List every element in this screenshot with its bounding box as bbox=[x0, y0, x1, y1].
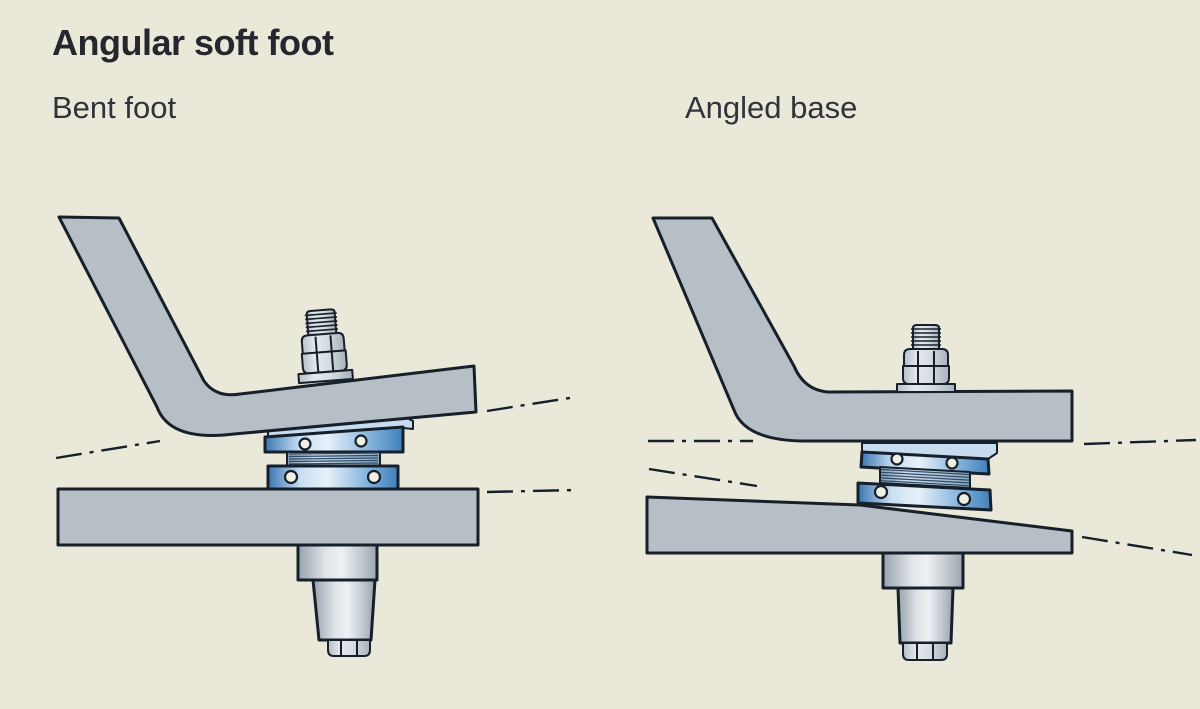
anchor-cylinder bbox=[311, 578, 377, 642]
machine-foot bbox=[651, 216, 1074, 443]
bolt-hole bbox=[298, 437, 312, 451]
bolt-washer bbox=[297, 368, 354, 385]
base-plate bbox=[56, 487, 480, 547]
centerline-base-right bbox=[1081, 535, 1193, 557]
label-angled-base: Angled base bbox=[685, 90, 858, 125]
bolt-hole bbox=[956, 491, 972, 507]
bolt-hole bbox=[873, 484, 889, 500]
bolt-hole bbox=[890, 452, 904, 466]
anchor-nut bbox=[327, 639, 371, 657]
thread-lines bbox=[288, 452, 379, 465]
nut-facet bbox=[329, 335, 335, 371]
anchor-nut bbox=[902, 642, 948, 661]
centerline-base-right bbox=[486, 488, 577, 494]
machine-foot bbox=[57, 215, 478, 437]
bolt-nut-upper bbox=[903, 348, 949, 367]
label-bent-foot: Bent foot bbox=[52, 90, 177, 125]
anchor-cylinder bbox=[896, 586, 955, 645]
thread-lines bbox=[880, 468, 970, 487]
leveling-bottom-disc bbox=[856, 481, 993, 512]
anchor-stem bbox=[296, 541, 379, 657]
bolt-hole bbox=[945, 456, 959, 470]
centerline-foot-right bbox=[486, 395, 577, 413]
bolt-nut-upper bbox=[300, 331, 346, 355]
bolt-washer bbox=[896, 383, 956, 393]
page-title: Angular soft foot bbox=[52, 22, 334, 63]
centerline-foot-right bbox=[1083, 438, 1197, 446]
nut-facet bbox=[314, 336, 320, 372]
anchor-collar bbox=[881, 547, 965, 590]
anchor-stem bbox=[881, 547, 965, 661]
leveling-element bbox=[856, 442, 998, 512]
bolt-hole bbox=[354, 434, 368, 448]
base-plate bbox=[645, 495, 1074, 555]
leveling-wedge bbox=[861, 442, 998, 460]
leveling-element bbox=[263, 417, 414, 491]
leveling-bottom-disc bbox=[266, 464, 400, 491]
figure-angled-base bbox=[645, 216, 1197, 661]
hold-down-bolt bbox=[896, 324, 956, 393]
centerline-foot-left bbox=[55, 439, 161, 460]
bolt-hole bbox=[366, 469, 382, 485]
centerline-base-left bbox=[648, 467, 758, 488]
bolt-nut-lower bbox=[902, 365, 950, 385]
hold-down-bolt bbox=[297, 308, 354, 385]
anchor-collar bbox=[296, 541, 379, 582]
figure-bent-foot bbox=[55, 215, 577, 657]
bolt-hole bbox=[283, 469, 299, 485]
